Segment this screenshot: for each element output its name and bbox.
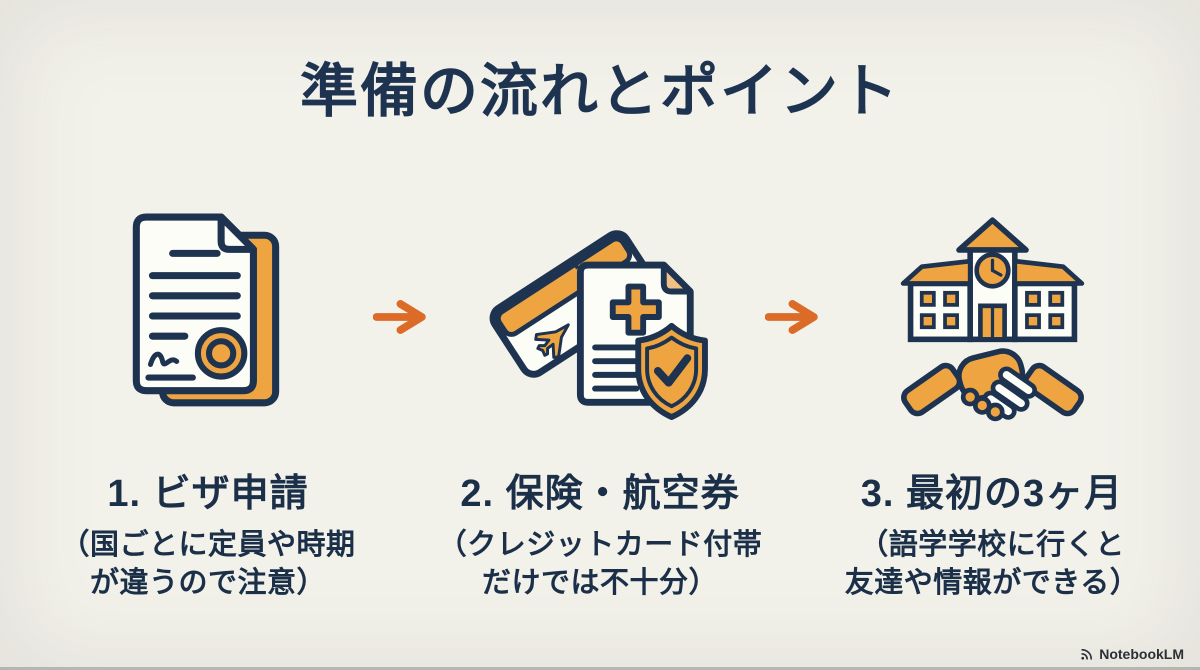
process-flow-row: [0, 206, 1200, 428]
windows: [919, 290, 1064, 330]
step-3-note: （語学学校に行くと 友達や情報ができる）: [844, 529, 1140, 599]
insurance-flight-ticket-icon: [489, 230, 708, 420]
plane-icon: [534, 323, 570, 359]
page-title: 準備の流れとポイント: [299, 59, 900, 124]
medical-cross-icon: [609, 283, 662, 336]
school-handshake-icon: [900, 217, 1084, 422]
arrow-2-cell: [765, 206, 827, 428]
step-2-icon-cell: [435, 206, 765, 428]
step-1-icon-cell: [43, 206, 373, 428]
step-3-heading: 3. 最初の3ヶ月: [860, 473, 1124, 515]
arrow-1-cell: [373, 206, 435, 428]
document-text-lines: [148, 249, 241, 340]
step-3-icon-cell: [827, 206, 1157, 428]
checkmark: [653, 354, 692, 387]
watermark-label: NotebookLM: [1099, 646, 1184, 662]
step-2-label: 2. 保険・航空券 （クレジットカード付帯 だけでは不十分）: [435, 462, 765, 602]
flow-arrow-icon: [765, 300, 818, 334]
visa-document-icon: [132, 213, 280, 407]
step-3-label: 3. 最初の3ヶ月 （語学学校に行くと 友達や情報ができる）: [827, 462, 1157, 602]
watermark: NotebookLM: [1079, 646, 1184, 662]
step-1-label: 1. ビザ申請 （国ごとに定員や時期 が違うので注意）: [43, 462, 373, 602]
school-building: [900, 217, 1084, 343]
step-2-heading: 2. 保険・航空券: [460, 473, 740, 515]
handshake: [900, 348, 1084, 422]
step-labels-row: 1. ビザ申請 （国ごとに定員や時期 が違うので注意） 2. 保険・航空券 （ク…: [0, 462, 1200, 602]
step-1-heading: 1. ビザ申請: [107, 473, 309, 515]
flow-arrow-icon: [373, 300, 426, 334]
step-2-note: （クレジットカード付帯 だけでは不十分）: [437, 529, 763, 599]
step-1-note: （国ごとに定員や時期 が違うので注意）: [60, 529, 356, 599]
signature-squiggle: [147, 351, 180, 367]
notebooklm-logo-icon: [1079, 647, 1094, 662]
